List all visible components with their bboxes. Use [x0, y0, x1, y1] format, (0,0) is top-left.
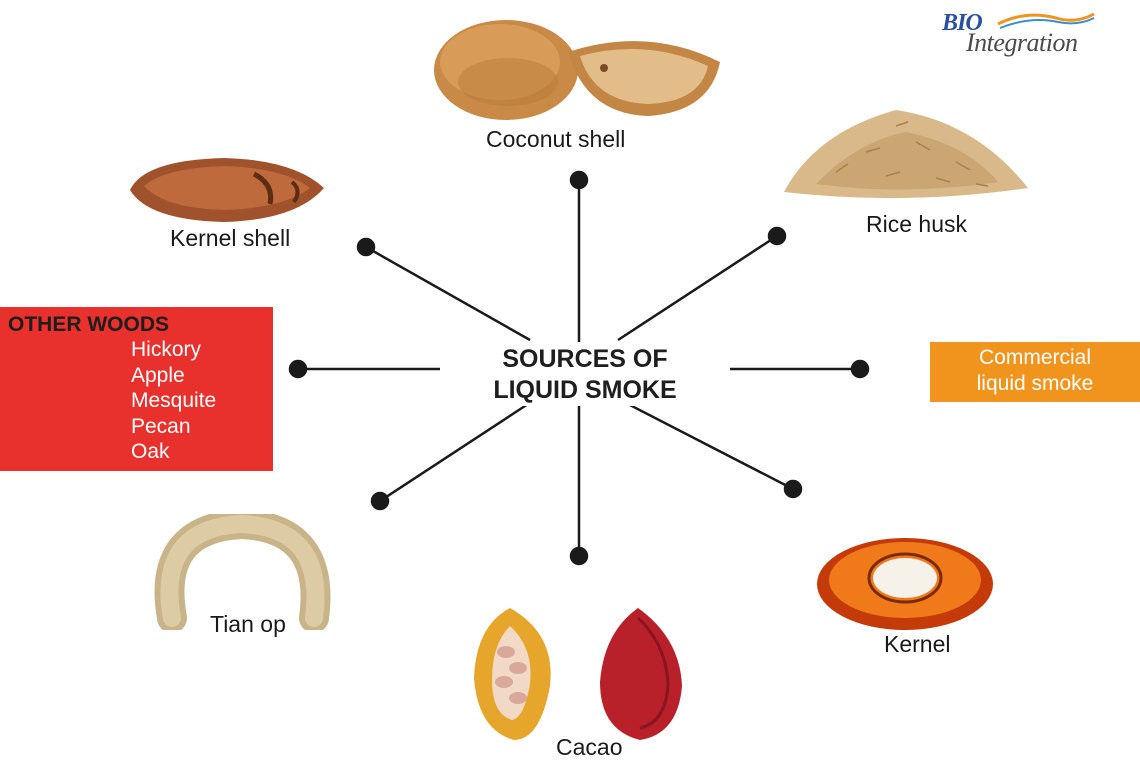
coconut-shell-picture: [434, 20, 720, 120]
node-rice-husk: [767, 226, 787, 246]
logo-swoosh-icon: [997, 12, 1095, 29]
kernel-picture: [817, 538, 993, 630]
rice-husk-picture: [784, 110, 1028, 199]
rice-husk-label: Rice husk: [866, 211, 967, 237]
cacao-picture: [474, 608, 682, 740]
kernel-label: Kernel: [884, 631, 951, 657]
list-item: Hickory: [131, 338, 202, 361]
list-item: Oak: [131, 440, 170, 463]
cacao-label: Cacao: [556, 734, 623, 760]
coconut-shell-label: Coconut shell: [486, 126, 626, 152]
center-title-line2: LIQUID SMOKE: [493, 376, 677, 404]
list-item: Apple: [131, 363, 185, 387]
node-tian-op: [370, 491, 390, 511]
center-title: SOURCES OF LIQUID SMOKE: [440, 344, 730, 406]
bio-integration-logo: BIO Integration: [936, 4, 1106, 58]
list-item: Pecan: [131, 414, 191, 438]
spoke-kernel: [627, 402, 794, 491]
tian-op-picture: [154, 514, 331, 630]
other-woods-list: Hickory Apple Mesquite Pecan Oak: [8, 337, 273, 465]
other-woods-title: OTHER WOODS: [8, 313, 169, 336]
node-other-woods: [288, 359, 308, 379]
commercial-liquid-smoke-box: Commercial liquid smoke: [930, 342, 1140, 402]
tian-op-label: Tian op: [210, 611, 286, 637]
kernel-shell-label: Kernel shell: [170, 225, 291, 251]
other-woods-box: OTHER WOODS Hickory Apple Mesquite Pecan…: [0, 307, 273, 471]
spoke-tian-op: [379, 402, 529, 503]
commercial-line1: Commercial: [978, 346, 1091, 369]
spoke-kernel-shell: [365, 245, 531, 342]
node-coconut-shell: [569, 170, 589, 190]
node-commercial: [850, 359, 870, 379]
spoke-rice-husk: [617, 234, 778, 342]
node-kernel-shell: [356, 237, 376, 257]
node-cacao: [569, 546, 589, 566]
node-kernel: [783, 479, 803, 499]
center-title-line1: SOURCES OF: [502, 345, 668, 373]
commercial-line2: liquid smoke: [976, 372, 1094, 395]
logo-bio-text: BIO: [942, 10, 983, 36]
list-item: Mesquite: [131, 389, 217, 412]
logo-integration-text: Integration: [966, 28, 1078, 57]
kernel-shell-picture: [130, 158, 324, 222]
